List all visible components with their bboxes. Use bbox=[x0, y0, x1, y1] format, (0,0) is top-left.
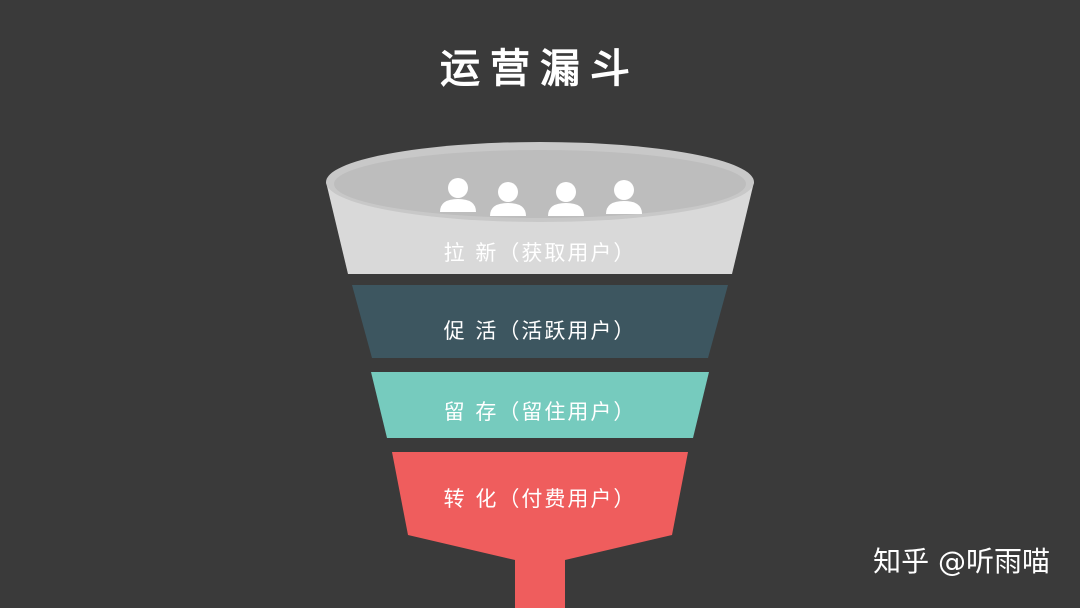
funnel-stage-activation bbox=[352, 285, 728, 358]
user-icon bbox=[490, 182, 526, 216]
stage-label-retention: 留 存（留住用户） bbox=[443, 400, 637, 424]
watermark: 知乎 @听雨喵 bbox=[873, 545, 1050, 578]
stage-label-conversion: 转 化（付费用户） bbox=[443, 487, 637, 511]
funnel-stage-conversion bbox=[392, 452, 688, 608]
stage-label-activation: 促 活（活跃用户） bbox=[443, 319, 637, 343]
stage-label-acquisition: 拉 新（获取用户） bbox=[443, 241, 637, 265]
diagram-title: 运营漏斗 bbox=[440, 46, 640, 92]
funnel-rim-inner bbox=[334, 150, 746, 218]
user-icon bbox=[606, 180, 642, 214]
user-icon bbox=[548, 182, 584, 216]
funnel-stage-retention bbox=[371, 372, 709, 438]
user-icon bbox=[440, 178, 476, 212]
